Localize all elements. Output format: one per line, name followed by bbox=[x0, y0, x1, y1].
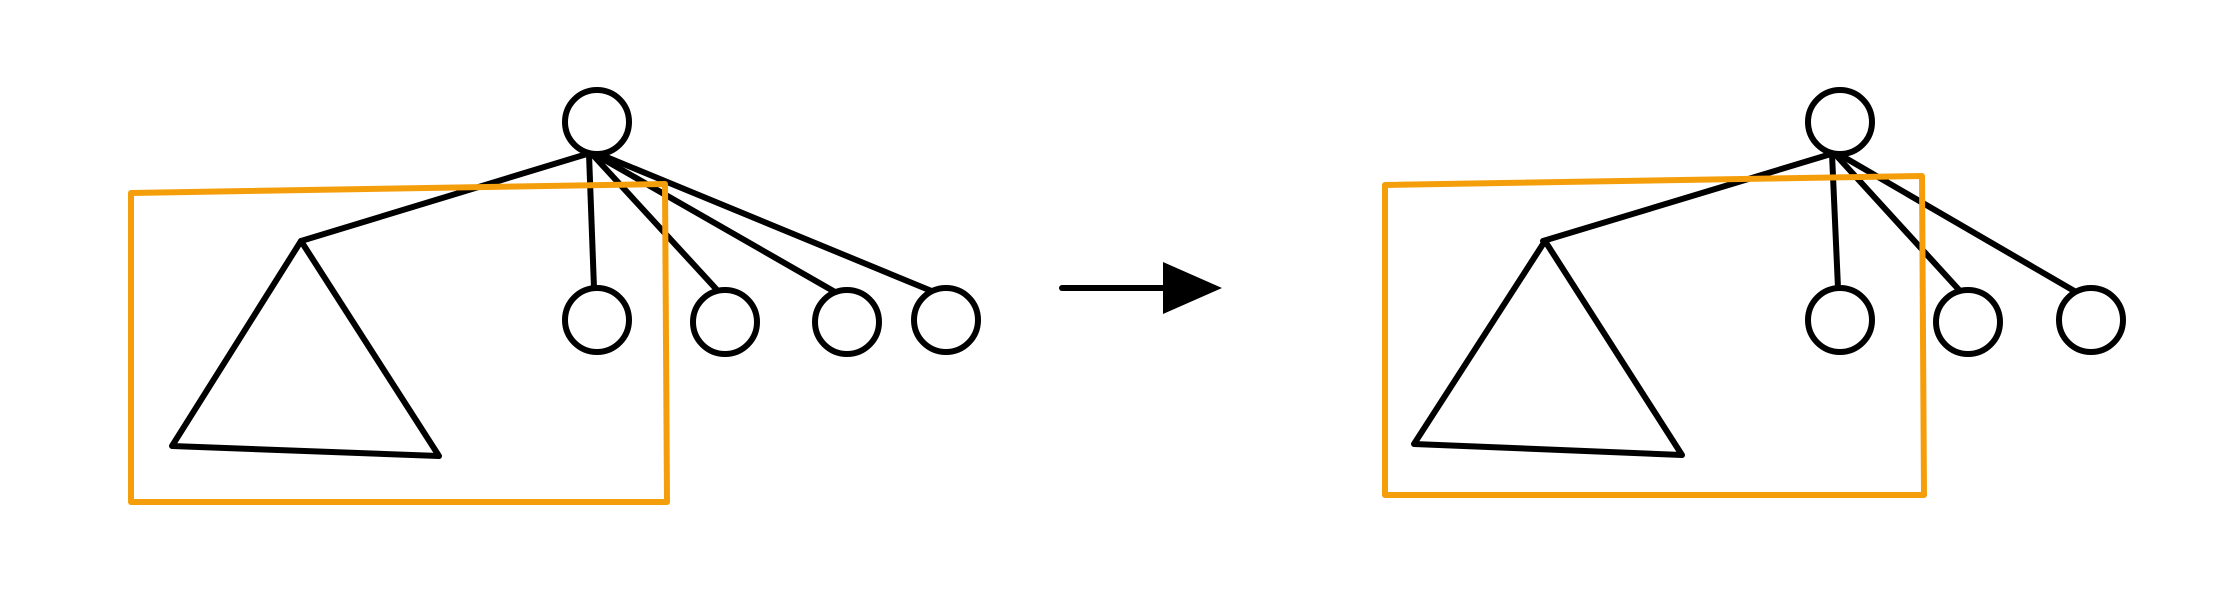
edge-root-to-leaf-2 bbox=[589, 151, 721, 294]
after-nodes bbox=[1805, 87, 2126, 357]
leaf-node bbox=[690, 287, 760, 357]
edge-root-to-leaf-3 bbox=[593, 152, 838, 295]
after-tree bbox=[1382, 87, 2126, 498]
edge-root-to-leaf-1 bbox=[1829, 151, 1841, 291]
after-edges bbox=[1540, 151, 2079, 295]
leaf-node bbox=[2056, 285, 2126, 355]
edge-root-to-leaf-4 bbox=[601, 153, 937, 295]
before-nodes bbox=[562, 87, 981, 357]
transition-arrow bbox=[1059, 262, 1222, 314]
leaf-node bbox=[911, 285, 981, 355]
leaf-node bbox=[562, 285, 632, 355]
leaf-node bbox=[1805, 285, 1875, 355]
subtree-triangle bbox=[1411, 238, 1685, 458]
root-node bbox=[1805, 87, 1875, 157]
root-node bbox=[562, 87, 632, 157]
leaf-node bbox=[1933, 287, 2003, 357]
edge-root-to-subtree bbox=[298, 151, 590, 244]
leaf-node bbox=[812, 287, 882, 357]
arrow-head-icon bbox=[1163, 262, 1222, 314]
before-edges bbox=[298, 151, 937, 295]
subtree-triangle bbox=[169, 238, 442, 459]
edge-root-to-subtree bbox=[1540, 151, 1834, 244]
before-tree bbox=[128, 87, 981, 505]
highlight-box bbox=[1382, 173, 1927, 498]
highlight-box bbox=[128, 181, 670, 505]
edge-root-to-leaf-1 bbox=[586, 151, 597, 291]
